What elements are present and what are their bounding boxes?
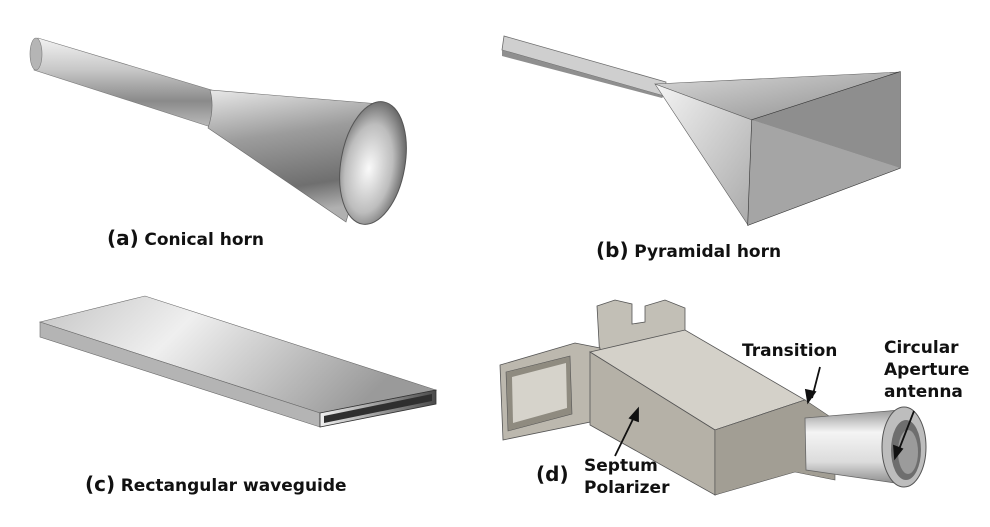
caption-conical-horn: (a) Conical horn	[107, 226, 264, 250]
label-line: Septum	[584, 456, 658, 476]
label-septum-polarizer: Septum Polarizer	[584, 455, 669, 499]
caption-tag: (a)	[107, 226, 139, 250]
caption-rectangular-waveguide: (c) Rectangular waveguide	[85, 472, 347, 496]
label-transition: Transition	[742, 340, 837, 362]
caption-tag: (b)	[596, 238, 629, 262]
caption-tag: (d)	[536, 462, 569, 486]
caption-label: Rectangular waveguide	[120, 476, 347, 496]
conical-horn-drawing	[29, 37, 407, 225]
caption-label: Conical horn	[144, 230, 265, 250]
septum-polarizer-drawing	[499, 299, 927, 496]
rectangular-waveguide-drawing	[38, 295, 438, 428]
label-circular-aperture-antenna: Circular Aperture antenna	[884, 337, 969, 403]
caption-label: Pyramidal horn	[634, 242, 782, 262]
caption-septum-polarizer: (d)	[536, 462, 569, 486]
pyramidal-horn-drawing	[501, 35, 901, 226]
label-line: Aperture	[884, 360, 970, 380]
label-line: antenna	[884, 382, 963, 402]
caption-tag: (c)	[85, 472, 116, 496]
annotation-arrows	[614, 366, 915, 461]
caption-pyramidal-horn: (b) Pyramidal horn	[596, 238, 781, 262]
label-line: Transition	[742, 341, 838, 361]
label-line: Circular	[884, 338, 959, 358]
label-line: Polarizer	[584, 478, 670, 498]
